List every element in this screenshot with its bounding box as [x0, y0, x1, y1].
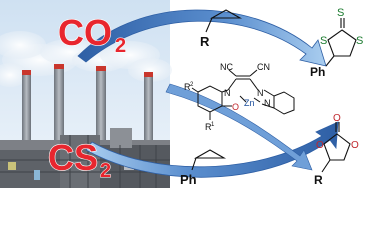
- cat-n-left: N: [224, 88, 231, 98]
- co2-label: CO 2: [57, 11, 126, 57]
- cat-r2-sup: 2: [190, 82, 194, 88]
- cat-nc: NC: [220, 62, 233, 72]
- cs2-subscript: 2: [100, 160, 111, 182]
- chimney-stacks: [22, 64, 153, 162]
- cat-r1-sup: 1: [211, 122, 215, 128]
- cat-n-pyridine: N: [264, 98, 271, 108]
- chimney: [96, 66, 106, 162]
- cs2-label: CS 2: [47, 136, 111, 182]
- epoxide-bottom-ph: Ph: [180, 172, 197, 187]
- trithiocarbonate-ph: Ph: [310, 65, 325, 79]
- carbonate-r: R: [314, 173, 323, 187]
- s-left-label: S: [320, 35, 327, 47]
- zn-catalyst: NC CN N N R 2 O Zn N R 1: [184, 62, 295, 132]
- co2-main-text: CO: [58, 12, 112, 53]
- graphical-abstract: CO 2 CS 2 R S S S Ph: [0, 0, 364, 188]
- epoxide-bottom: Ph: [180, 149, 227, 187]
- scene-svg: CO 2 CS 2 R S S S Ph: [0, 0, 363, 188]
- cat-n-right: N: [257, 88, 264, 98]
- carbonate-o-exo: O: [333, 113, 341, 124]
- cat-o: O: [232, 102, 239, 112]
- chimney: [22, 70, 31, 160]
- chimney: [144, 72, 153, 162]
- cs2-main-text: CS: [48, 137, 98, 178]
- cat-r1: R: [205, 122, 212, 132]
- carbonate-o-right: O: [351, 140, 359, 151]
- carbonate-o-left: O: [316, 140, 324, 151]
- chimney: [54, 64, 64, 162]
- s-right-label: S: [356, 35, 363, 47]
- arrow-cross: [165, 83, 313, 171]
- epoxide-top-r: R: [200, 34, 210, 49]
- cat-cn: CN: [257, 62, 270, 72]
- co2-subscript: 2: [115, 35, 126, 57]
- arrow-bottom: [85, 121, 339, 178]
- epoxide-top: R: [200, 4, 243, 49]
- cyclic-carbonate: O O O R: [314, 113, 359, 187]
- trithiocarbonate: S S S Ph: [310, 7, 363, 79]
- cat-r2: R: [184, 82, 191, 92]
- s-exo-label: S: [337, 7, 344, 19]
- cat-zn: Zn: [244, 98, 255, 108]
